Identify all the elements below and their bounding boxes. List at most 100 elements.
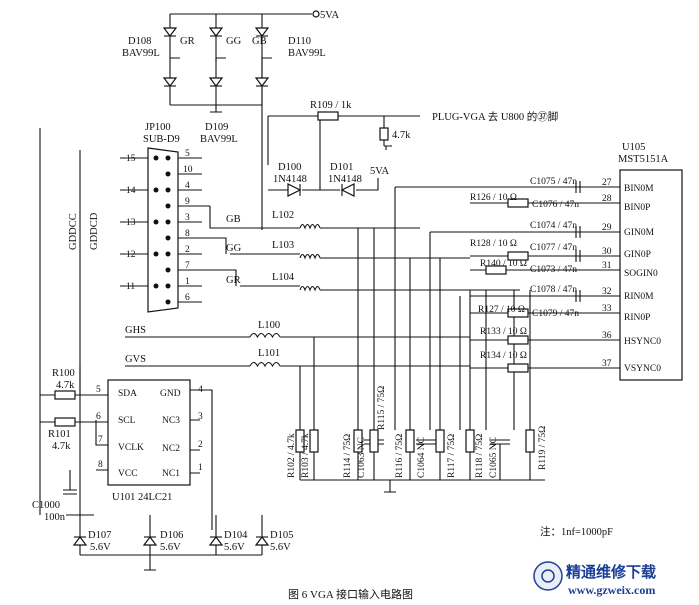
u101-nc3: NC3 <box>162 416 180 426</box>
net-gvs: GVS <box>125 354 146 365</box>
u105-name-33: RIN0P <box>624 313 650 323</box>
power-5va-top: 5VA <box>320 10 339 21</box>
diode-d109 <box>208 27 224 87</box>
u101-nc2: NC2 <box>162 444 180 454</box>
pin-r-2: 2 <box>185 245 190 255</box>
d107-ref: D107 <box>88 530 111 541</box>
c1000-ref: C1000 <box>32 500 60 511</box>
u105-ref: U105 <box>622 142 645 153</box>
d107-part: 5.6V <box>90 542 111 553</box>
c1073-label: C1073 / 47n <box>530 265 577 275</box>
connector-jp100 <box>147 147 179 313</box>
u101-pin-3: 3 <box>198 412 203 422</box>
d110-ref: D110 <box>288 36 311 47</box>
u105-pin-29: 29 <box>602 223 612 233</box>
jp100-ref: JP100 <box>145 122 171 133</box>
diode-d110 <box>254 27 270 87</box>
d101-ref: D101 <box>330 162 353 173</box>
pin-r-3: 3 <box>185 213 190 223</box>
vpart-c1065: C1065 NC <box>489 437 499 478</box>
net-gg-top: GG <box>226 36 242 47</box>
net-gr-top: GR <box>180 36 195 47</box>
vpart-r116: R116 / 75Ω <box>395 434 405 478</box>
d100-ref: D100 <box>278 162 301 173</box>
u105-name-37: VSYNC0 <box>624 364 661 374</box>
power-5va-mid: 5VA <box>370 166 389 177</box>
pin-r-6: 6 <box>185 293 190 303</box>
net-gg: GG <box>226 243 242 254</box>
watermark-text: 精通维修下载 <box>566 563 656 581</box>
caption: 图 6 VGA 接口输入电路图 <box>288 587 413 601</box>
note: 注：1nf=1000pF <box>540 525 613 538</box>
pin-r-9: 9 <box>185 197 190 207</box>
u105-pin-28: 28 <box>602 194 612 204</box>
u101-pin-4: 4 <box>198 385 203 395</box>
pin-l-11: 11 <box>126 282 135 292</box>
pin-l-12: 12 <box>126 250 136 260</box>
u101-gnd: GND <box>160 389 181 399</box>
u101-pin-8: 8 <box>98 460 103 470</box>
net-ghs: GHS <box>125 325 146 336</box>
pin-l-14: 14 <box>126 186 136 196</box>
u101-scl: SCL <box>118 416 136 426</box>
u101-ref: U101 24LC21 <box>112 492 172 503</box>
vpart-c1063: C1063 NC <box>357 437 367 478</box>
pin-r-4: 4 <box>185 181 190 191</box>
diode-d100 <box>287 183 302 197</box>
u101-sda: SDA <box>118 389 137 399</box>
d108-part: BAV99L <box>122 48 160 59</box>
r126-label: R126 / 10 Ω <box>470 193 517 203</box>
d108-ref: D108 <box>128 36 151 47</box>
u105-name-32: RIN0M <box>624 292 654 302</box>
pin-r-7: 7 <box>185 261 190 271</box>
ground-marks <box>66 111 396 571</box>
r100-ref: R100 <box>52 368 75 379</box>
u105-pin-30: 30 <box>602 247 612 257</box>
d105-part: 5.6V <box>270 542 291 553</box>
zener-diodes <box>72 536 270 546</box>
u105-name-36: HSYNC0 <box>624 337 661 347</box>
horizontal-parts <box>54 111 581 495</box>
l100-ref: L100 <box>258 320 280 331</box>
vpart-r102: R102 / 4.7k <box>287 433 297 478</box>
labels: 5VA 5VA D108 BAV99L D109 BAV99L D110 BAV… <box>32 10 669 601</box>
vpart-r117: R117 / 75Ω <box>447 434 457 478</box>
d109-part: BAV99L <box>200 134 238 145</box>
diode-d101 <box>340 183 355 197</box>
pin-l-15: 15 <box>126 154 136 164</box>
c1075-label: C1075 / 47n <box>530 177 577 187</box>
r100-val: 4.7k <box>56 380 75 391</box>
r140-label: R140 / 10 Ω <box>480 259 527 269</box>
u105-pin-37: 37 <box>602 359 612 369</box>
net-gddcc: GDDCC <box>68 213 79 250</box>
c1076-label: C1076 / 47n <box>532 200 579 210</box>
c1000-val: 100n <box>44 512 66 523</box>
r109-label: R109 / 1k <box>310 100 352 111</box>
d104-part: 5.6V <box>224 542 245 553</box>
net-gb-top: GB <box>252 36 267 47</box>
pin-r-1: 1 <box>185 277 190 287</box>
net-gb: GB <box>226 214 241 225</box>
l103-ref: L103 <box>272 240 294 251</box>
d105-ref: D105 <box>270 530 293 541</box>
u105-part: MST5151A <box>618 154 669 165</box>
pin-r-8: 8 <box>185 229 190 239</box>
u105-pin-32: 32 <box>602 287 612 297</box>
r101-val: 4.7k <box>52 441 71 452</box>
u105-pin-27: 27 <box>602 178 612 188</box>
u101-vcc: VCC <box>118 469 138 479</box>
l104-ref: L104 <box>272 272 295 283</box>
u105-pin-33: 33 <box>602 304 612 314</box>
u101-vclk: VCLK <box>118 443 144 453</box>
u105-name-30: GIN0P <box>624 250 651 260</box>
u101-pin-6: 6 <box>96 412 101 422</box>
pin-l-13: 13 <box>126 218 136 228</box>
c1077-label: C1077 / 47n <box>530 243 577 253</box>
l102-ref: L102 <box>272 210 294 221</box>
r134-label: R134 / 10 Ω <box>480 351 527 361</box>
net-gddcd: GDDCD <box>89 212 100 250</box>
watermark-logo <box>533 561 563 591</box>
plug-vga-label: PLUG-VGA 去 U800 的㊲脚 <box>432 110 558 123</box>
pin-r-5: 5 <box>185 149 190 159</box>
